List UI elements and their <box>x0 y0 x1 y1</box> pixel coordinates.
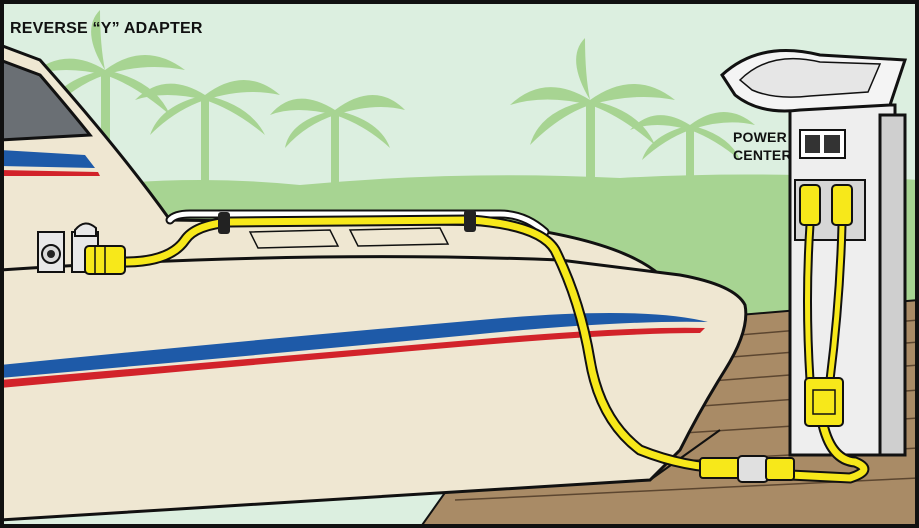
power-center-label-line1: POWER <box>733 129 787 145</box>
inline-connector <box>700 456 794 482</box>
boat-plug <box>85 246 125 274</box>
boat-inlet-left <box>38 232 64 272</box>
y-adapter-body <box>805 378 843 426</box>
diagram-title: REVERSE “Y” ADAPTER <box>10 20 203 38</box>
power-center-label-line2: CENTER <box>733 147 792 163</box>
